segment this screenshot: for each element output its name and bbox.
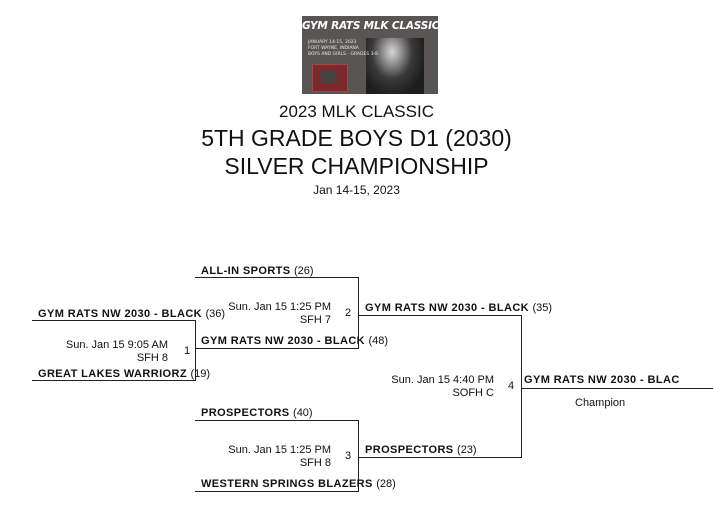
logo-portrait bbox=[366, 38, 424, 94]
logo-line: BOYS AND GIRLS - GRADES 3-8 bbox=[308, 52, 378, 57]
event-title: 2023 MLK CLASSIC bbox=[279, 102, 434, 121]
champion-team[interactable]: GYM RATS NW 2030 - BLAC bbox=[524, 374, 680, 386]
bracket-line bbox=[195, 420, 359, 421]
logo-title: GYM RATS MLK CLASSIC bbox=[302, 20, 438, 32]
game1-number: 1 bbox=[184, 345, 191, 357]
logo-line: JANUARY 14-15, 2023 bbox=[308, 40, 357, 45]
game1-team-top[interactable]: GYM RATS NW 2030 - BLACK (36) bbox=[38, 308, 226, 320]
bracket-line bbox=[521, 315, 522, 458]
game3-number: 3 bbox=[345, 450, 352, 462]
game2-team-top[interactable]: ALL-IN SPORTS (26) bbox=[201, 265, 314, 277]
bracket-line bbox=[195, 491, 359, 492]
game3-team-top[interactable]: PROSPECTORS (40) bbox=[201, 407, 313, 419]
logo-badge bbox=[312, 64, 348, 92]
champion-label: Champion bbox=[575, 397, 626, 409]
game4-team-bottom[interactable]: PROSPECTORS (23) bbox=[365, 444, 477, 456]
bracket-title: SILVER CHAMPIONSHIP bbox=[224, 153, 489, 179]
bracket-line bbox=[358, 457, 522, 458]
game3-team-bottom[interactable]: WESTERN SPRINGS BLAZERS (28) bbox=[201, 478, 396, 490]
bracket-line bbox=[195, 348, 359, 349]
game4-number: 4 bbox=[508, 380, 515, 392]
bracket-line bbox=[195, 277, 359, 278]
event-dates: Jan 14-15, 2023 bbox=[313, 183, 400, 197]
bracket-line bbox=[358, 277, 359, 349]
bracket-line bbox=[195, 320, 196, 381]
event-logo: GYM RATS MLK CLASSIC JANUARY 14-15, 2023… bbox=[302, 16, 438, 94]
bracket-line bbox=[358, 315, 522, 316]
division-title: 5TH GRADE BOYS D1 (2030) bbox=[201, 125, 512, 151]
game2-team-bottom[interactable]: GYM RATS NW 2030 - BLACK (48) bbox=[201, 335, 389, 347]
game2-number: 2 bbox=[345, 307, 352, 319]
bracket-line bbox=[358, 420, 359, 492]
bracket-line bbox=[32, 320, 196, 321]
game1-team-bottom[interactable]: GREAT LAKES WARRIORZ (19) bbox=[38, 368, 210, 380]
game4-team-top[interactable]: GYM RATS NW 2030 - BLACK (35) bbox=[365, 302, 553, 314]
bracket-line bbox=[32, 380, 196, 381]
logo-line: FORT WAYNE, INDIANA bbox=[308, 46, 359, 51]
bracket-line bbox=[521, 388, 713, 389]
